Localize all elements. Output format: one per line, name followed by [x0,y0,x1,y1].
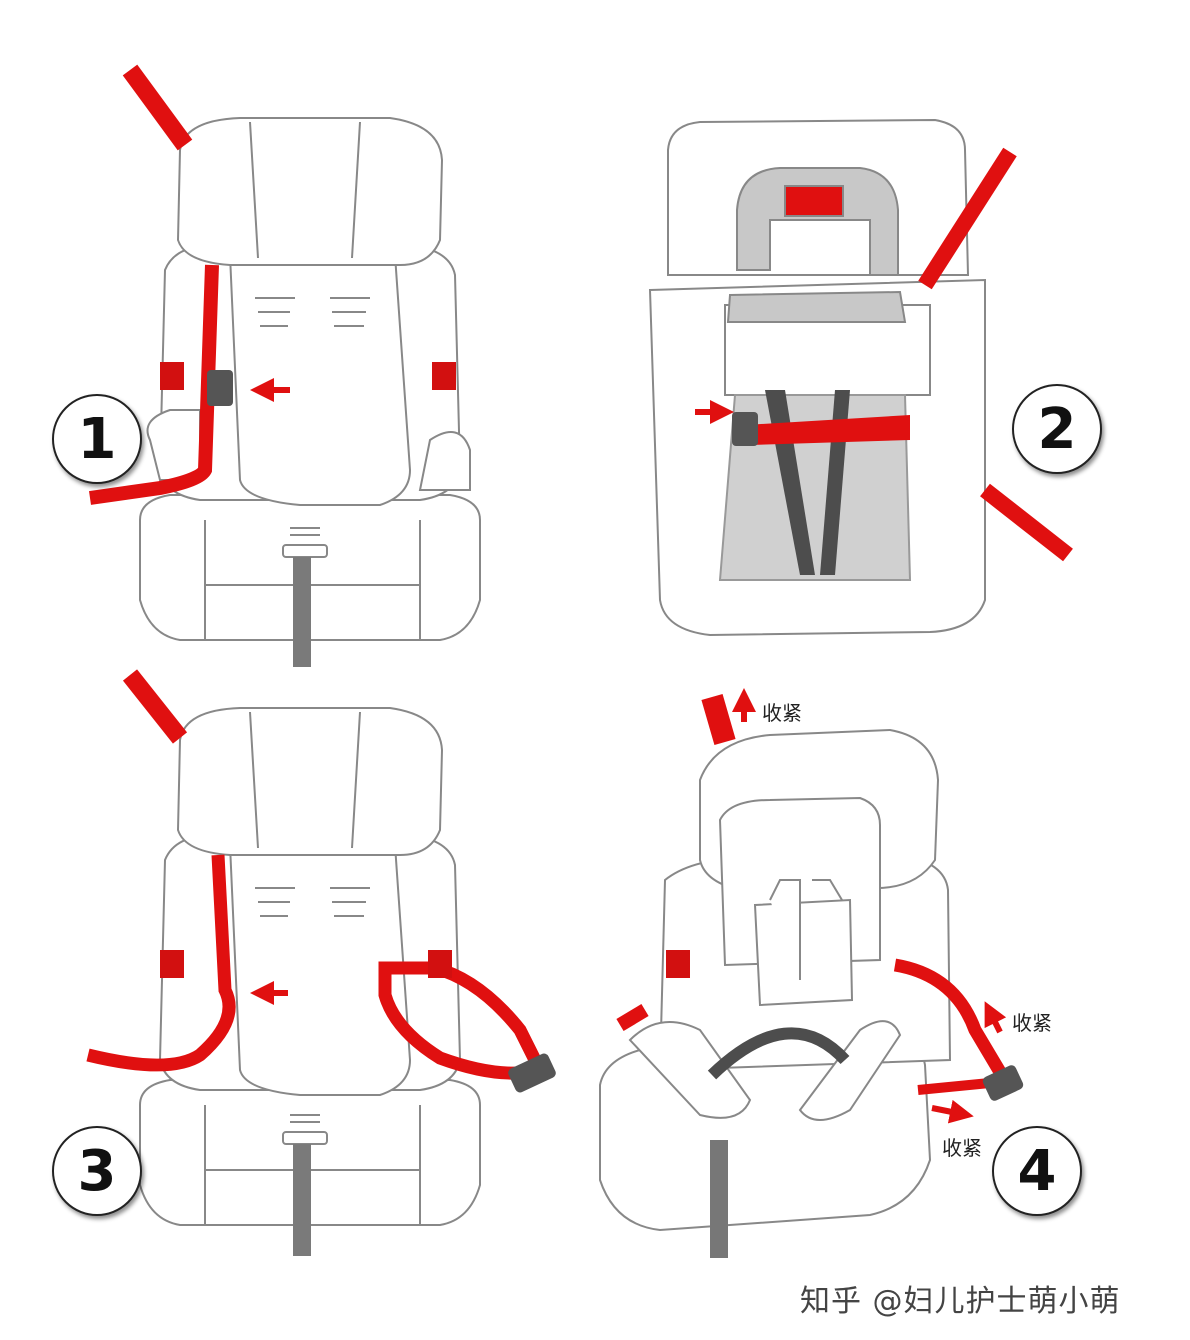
step-badge-4: 4 [992,1126,1082,1216]
belt-guide-left-3 [160,950,184,978]
belt-end-top-2 [918,147,1017,290]
arrow-tighten-mid [984,1001,1007,1034]
tighten-label-top: 收紧 [762,701,802,725]
shoulder-belt-top-3 [122,669,188,744]
panel-3-seat [139,707,481,1226]
belt-end-bottom-2 [980,483,1073,562]
panel-4-belts [616,688,1024,1258]
lap-belt-3 [378,961,550,1080]
belt-clip-1 [207,370,233,406]
shoulder-belt-1 [89,264,219,505]
belt-guide-4 [666,950,690,978]
belt-clip-2 [732,412,758,446]
belt-buckle-3 [508,1053,556,1093]
belt-guide-right-1 [432,362,456,390]
top-tether-4 [701,693,736,746]
panel-1-seat [139,117,481,641]
lap-belt-left-4 [616,1003,649,1032]
tighten-label-mid: 收紧 [1012,1011,1052,1035]
panel-4-seat [599,728,952,1232]
panel-2-frame [695,147,1073,581]
shoulder-belt-3 [86,854,236,1072]
crotch-strap-1 [293,557,311,667]
watermark: 知乎 @妇儿护士萌小萌 [800,1284,1121,1319]
step-badge-2: 2 [1012,384,1102,474]
step-badge-1: 1 [52,394,142,484]
belt-guide-left-1 [160,362,184,390]
shoulder-belt-top-1 [122,64,193,151]
crotch-strap-4 [710,1140,728,1258]
panel-3-belts [86,669,556,1256]
belt-buckle-4 [982,1065,1024,1101]
panel-1-belts [89,64,456,667]
arrow-tighten-bottom [931,1099,974,1124]
lap-belt-2 [745,415,910,445]
harness-4 [707,1027,850,1080]
lap-belt-right-4 [893,958,1006,1076]
tighten-label-bottom: 收紧 [942,1136,982,1160]
belt-guide-right-3 [428,950,452,978]
step-badge-3: 3 [52,1126,142,1216]
crotch-strap-3 [293,1144,311,1256]
